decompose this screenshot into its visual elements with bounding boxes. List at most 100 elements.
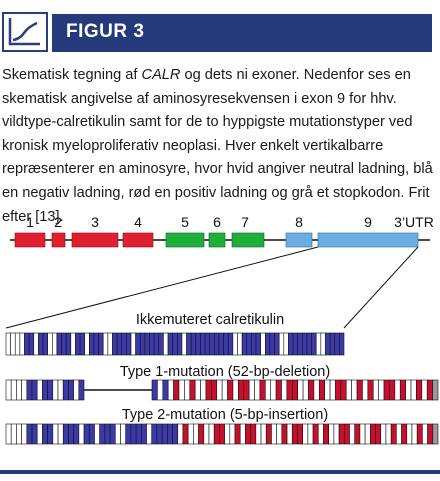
amino-acid-bar	[421, 379, 428, 401]
amino-acid-bar	[224, 423, 231, 445]
figure-title-bar: FIGUR 3	[52, 14, 432, 52]
amino-acid-bar	[172, 423, 179, 445]
amino-acid-bar	[311, 332, 317, 356]
amino-acid-bar	[26, 423, 33, 445]
amino-acid-bar	[325, 332, 331, 356]
amino-acid-bar	[250, 423, 257, 445]
amino-acid-bar	[269, 332, 275, 356]
exon-1-box	[14, 232, 46, 248]
amino-acid-bar	[167, 423, 173, 445]
amino-acid-bar	[83, 423, 90, 445]
amino-acid-bar	[292, 332, 299, 356]
amino-acid-bar	[214, 332, 220, 356]
amino-acid-bar	[42, 379, 48, 401]
amino-acid-bar	[227, 332, 234, 356]
amino-acid-bar	[10, 332, 16, 356]
amino-acid-bar	[364, 423, 371, 445]
amino-acid-bar	[320, 332, 326, 356]
amino-acid-bar	[354, 423, 361, 445]
amino-acid-bar	[109, 423, 116, 445]
exon-7-box	[231, 232, 265, 248]
amino-acid-bar	[219, 423, 225, 445]
amino-acid-bar	[38, 332, 44, 356]
amino-acid-bar	[16, 379, 22, 401]
amino-acid-bar	[308, 379, 315, 401]
amino-acid-bar	[208, 423, 215, 445]
amino-acid-bar	[302, 332, 308, 356]
amino-acid-bar	[135, 332, 141, 356]
amino-acid-bar	[338, 423, 345, 445]
amino-acid-bar	[378, 379, 385, 401]
amino-acid-bar	[406, 423, 413, 445]
amino-acid-bar	[33, 332, 39, 356]
amino-acid-bar	[335, 379, 342, 401]
exon-6-box	[208, 232, 226, 248]
amino-acid-bar	[36, 423, 43, 445]
amino-acid-bar	[198, 423, 205, 445]
amino-acid-bar	[56, 332, 62, 356]
amino-acid-bar	[125, 423, 132, 445]
amino-acid-bar	[177, 332, 183, 356]
amino-acid-bar	[297, 379, 304, 401]
amino-acid-bar	[274, 332, 280, 356]
amino-acid-bar	[401, 423, 408, 445]
amino-acid-bar	[190, 332, 197, 356]
amino-acid-bar	[68, 423, 74, 445]
amino-acid-bar	[5, 379, 12, 401]
amino-acid-bar	[317, 423, 324, 445]
amino-acid-bar	[372, 379, 379, 401]
amino-acid-bar	[380, 423, 387, 445]
amino-acid-bar	[232, 332, 238, 356]
amino-acid-bar	[405, 379, 412, 401]
exon-label-9: 9	[364, 214, 372, 230]
amino-acid-bar	[144, 332, 150, 356]
exon-2-box	[51, 232, 66, 248]
amino-acid-bar	[345, 379, 352, 401]
amino-acid-bar	[115, 423, 121, 445]
amino-acid-bar	[21, 379, 28, 401]
amino-acid-bar	[62, 379, 69, 401]
amino-acid-bar	[323, 423, 329, 445]
zoom-guide-right	[343, 246, 419, 329]
amino-acid-bar	[411, 423, 418, 445]
amino-acid-bar	[36, 379, 43, 401]
amino-acid-bar	[422, 423, 428, 445]
amino-acid-bar	[318, 379, 325, 401]
amino-acid-bar	[362, 379, 369, 401]
amino-acid-bar	[427, 423, 434, 445]
zoom-guide-left	[5, 246, 319, 329]
amino-acid-bar	[151, 379, 158, 401]
exon-9-box	[317, 232, 419, 248]
amino-acid-bar	[241, 332, 248, 356]
amino-acid-bar	[104, 423, 111, 445]
amino-acid-bar	[302, 379, 309, 401]
amino-acid-bar	[181, 332, 187, 356]
amino-acid-bar	[211, 379, 218, 401]
amino-acid-bar	[255, 423, 262, 445]
exon-label-5: 5	[181, 214, 189, 230]
amino-acid-bar	[121, 332, 127, 356]
exon-label-utr: 3’UTR	[394, 214, 434, 230]
amino-acid-bar	[79, 332, 86, 356]
sequence-label-wildtype: Ikkemuteret calretikulin	[136, 312, 284, 328]
amino-acid-bar	[243, 379, 250, 401]
amino-acid-bar	[227, 379, 234, 401]
amino-acid-bar	[19, 332, 25, 356]
amino-acid-bar	[52, 423, 59, 445]
amino-acid-bar	[14, 332, 21, 356]
amino-acid-bar	[394, 379, 401, 401]
amino-acid-bar	[177, 423, 184, 445]
exon-3-box	[71, 232, 119, 248]
amino-acid-bar	[31, 423, 38, 445]
amino-acid-bar	[333, 423, 340, 445]
exon-label-2: 2	[54, 214, 62, 230]
amino-acid-bar	[156, 423, 163, 445]
amino-acid-bar	[307, 423, 314, 445]
amino-acid-bar	[286, 423, 293, 445]
amino-acid-bar	[288, 332, 294, 356]
amino-acid-bar	[99, 423, 106, 445]
amino-acid-bar	[120, 423, 127, 445]
figure-caption: Skematisk tegning af CALR og dets ni exo…	[2, 64, 434, 229]
amino-acid-bar	[216, 379, 223, 401]
amino-acid-bar	[344, 423, 350, 445]
